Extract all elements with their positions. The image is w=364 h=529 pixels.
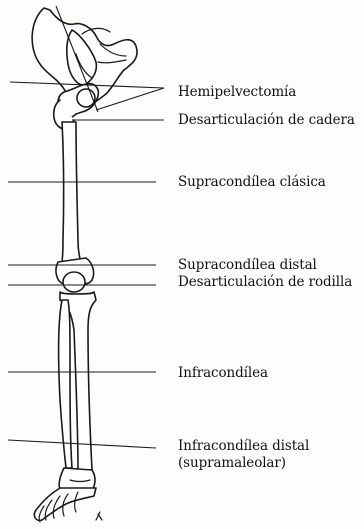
label-hemipelvectomia: Hemipelvectomía: [178, 84, 296, 100]
label-supracondilea-clasica: Supracondílea clásica: [178, 174, 326, 190]
label-desarticulacion-cadera: Desarticulación de cadera: [178, 112, 355, 128]
knee: [63, 272, 85, 292]
label-infracondilea-distal: Infracondílea distal (supramaleolar): [178, 438, 309, 472]
femur: [56, 122, 94, 285]
label-infracondilea-distal-line2: (supramaleolar): [178, 455, 309, 472]
label-infracondilea: Infracondílea: [178, 365, 268, 381]
label-infracondilea-distal-line1: Infracondílea distal: [178, 438, 309, 455]
label-supracondilea-distal: Supracondílea distal: [178, 257, 317, 273]
label-desarticulacion-rodilla: Desarticulación de rodilla: [178, 274, 352, 290]
foot: [34, 468, 102, 522]
